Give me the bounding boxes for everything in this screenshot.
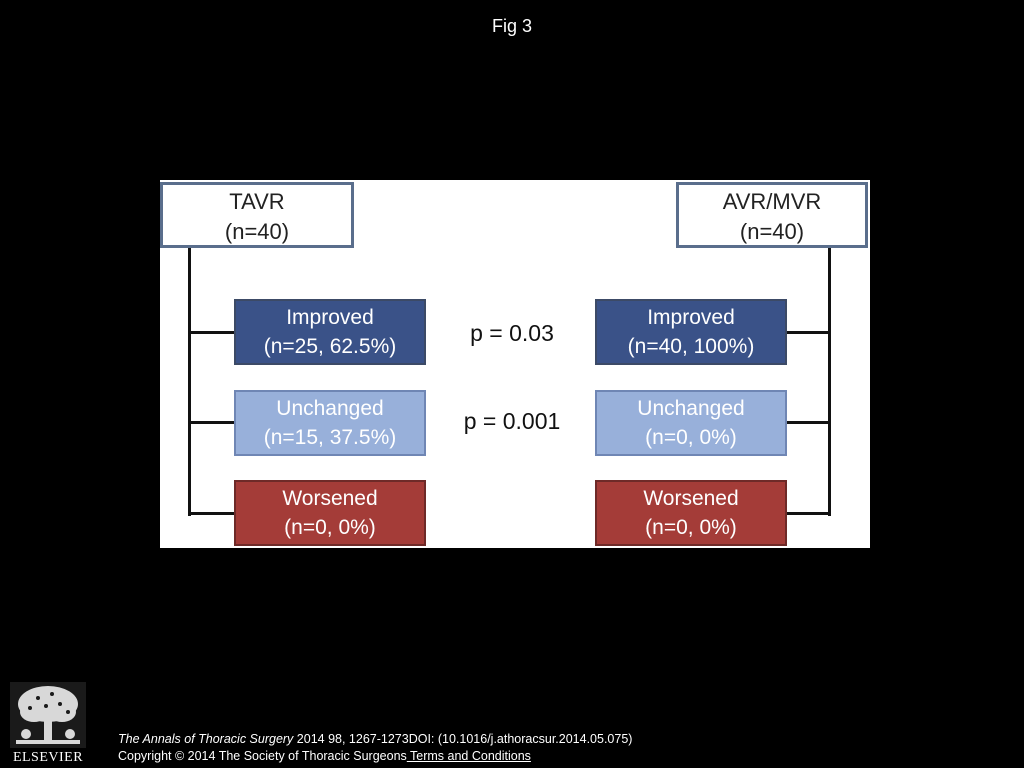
- tavr-improved-value: (n=25, 62.5%): [263, 335, 397, 358]
- footer-citation: The Annals of Thoracic Surgery 2014 98, …: [118, 731, 632, 765]
- avr-mvr-worsened-value: (n=0, 0%): [645, 516, 737, 539]
- left-branch-line-improved: [188, 331, 236, 334]
- copyright-text: Copyright © 2014 The Society of Thoracic…: [118, 749, 407, 763]
- tavr-improved-label: Improved: [286, 306, 374, 329]
- tavr-unchanged-value: (n=15, 37.5%): [263, 426, 397, 449]
- tavr-worsened-box: Worsened (n=0, 0%): [234, 480, 426, 546]
- avr-mvr-unchanged-value: (n=0, 0%): [645, 426, 737, 449]
- terms-and-conditions-link[interactable]: Terms and Conditions: [406, 749, 531, 763]
- elsevier-logo-text: ELSEVIER: [12, 750, 84, 765]
- avr-mvr-unchanged-box: Unchanged (n=0, 0%): [595, 390, 787, 456]
- elsevier-tree-icon: [10, 682, 86, 748]
- left-trunk-line: [188, 246, 191, 516]
- avr-mvr-improved-box: Improved (n=40, 100%): [595, 299, 787, 365]
- citation-details: 2014 98, 1267-1273DOI: (10.1016/j.athora…: [293, 732, 633, 746]
- tavr-group-box: TAVR (n=40): [160, 182, 354, 248]
- right-trunk-line: [828, 246, 831, 516]
- avr-mvr-group-n: (n=40): [739, 219, 805, 244]
- avr-mvr-worsened-box: Worsened (n=0, 0%): [595, 480, 787, 546]
- avr-mvr-unchanged-label: Unchanged: [637, 397, 745, 420]
- right-branch-line-improved: [785, 331, 831, 334]
- left-branch-line-unchanged: [188, 421, 236, 424]
- tavr-worsened-value: (n=0, 0%): [284, 516, 376, 539]
- tavr-worsened-label: Worsened: [282, 487, 378, 510]
- avr-mvr-improved-value: (n=40, 100%): [627, 335, 755, 358]
- citation-line: The Annals of Thoracic Surgery 2014 98, …: [118, 731, 632, 748]
- figure-title: Fig 3: [491, 16, 533, 36]
- p-value-improved: p = 0.03: [470, 320, 554, 346]
- avr-mvr-group-name: AVR/MVR: [722, 189, 822, 214]
- journal-name: The Annals of Thoracic Surgery: [118, 732, 294, 746]
- avr-mvr-improved-label: Improved: [647, 306, 735, 329]
- tavr-group-n: (n=40): [224, 219, 290, 244]
- left-branch-line-worsened: [188, 512, 236, 515]
- p-value-unchanged: p = 0.001: [463, 408, 561, 434]
- avr-mvr-group-box: AVR/MVR (n=40): [676, 182, 868, 248]
- tavr-unchanged-label: Unchanged: [276, 397, 384, 420]
- flow-diagram: TAVR (n=40) AVR/MVR (n=40) Improved (n=2…: [160, 180, 870, 548]
- right-branch-line-unchanged: [785, 421, 831, 424]
- avr-mvr-worsened-label: Worsened: [643, 487, 739, 510]
- copyright-line: Copyright © 2014 The Society of Thoracic…: [118, 748, 632, 765]
- right-branch-line-worsened: [785, 512, 831, 515]
- tavr-group-name: TAVR: [229, 189, 285, 214]
- tavr-improved-box: Improved (n=25, 62.5%): [234, 299, 426, 365]
- tavr-unchanged-box: Unchanged (n=15, 37.5%): [234, 390, 426, 456]
